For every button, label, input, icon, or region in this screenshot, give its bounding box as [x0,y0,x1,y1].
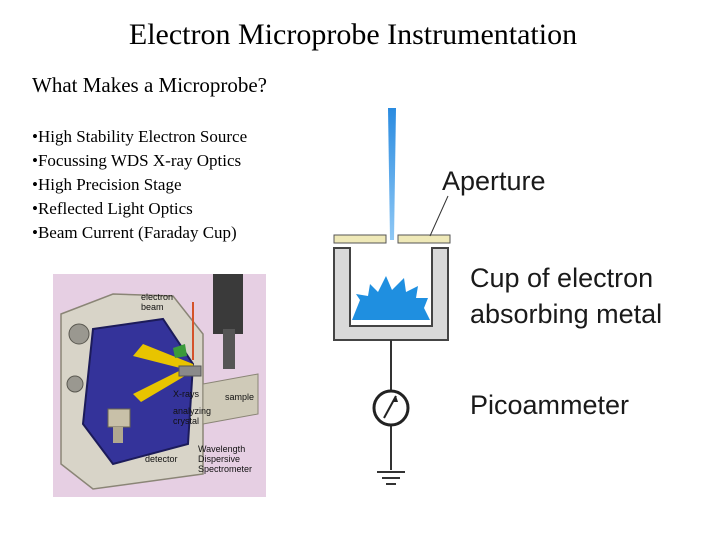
electron-beam-label: electron beam [141,292,174,312]
cup-label: Cup of electron absorbing metal [470,263,663,329]
wds-caption: Wavelength Dispersive Spectrometer [198,444,253,474]
analyzing-crystal-label: analyzing crystal [173,406,212,426]
faraday-cup [333,247,449,341]
detector-stem [113,427,123,443]
electron-column [213,274,243,334]
electron-splash [352,276,430,320]
detector-box [107,408,131,428]
bullet-item: Beam Current (Faraday Cup) [32,221,247,245]
xray-beam [133,344,193,370]
wds-illustration: electron beam X-rays sample analyzing cr… [53,274,266,497]
bullet-item: Focussing WDS X-ray Optics [32,149,247,173]
feature-list: High Stability Electron Source Focussing… [32,125,247,245]
base-plate [202,373,259,425]
port-circle [66,375,84,393]
bullet-item: High Precision Stage [32,173,247,197]
bullet-item: High Stability Electron Source [32,125,247,149]
picoammeter-label: Picoammeter [470,390,630,420]
port-circle [68,323,90,345]
meter-needle-head [392,396,398,402]
picoammeter-icon [372,389,410,427]
aperture-label: Aperture [442,166,546,196]
faraday-cup-drawing [333,108,451,485]
sample-label: sample [225,392,255,402]
crystal-shape [173,344,187,358]
faraday-cup-diagram: Aperture Cup of electron absorbing metal… [330,100,690,510]
sample-block [178,365,202,377]
aperture-plate-right [397,234,451,244]
column-tip [223,329,235,369]
wds-drawing [60,274,259,490]
aperture-pointer [429,195,449,237]
electron-beam [388,108,396,240]
slide-subtitle: What Makes a Microprobe? [32,73,267,97]
detector-label: detector [145,454,178,464]
slide-title: Electron Microprobe Instrumentation [128,18,578,51]
bullet-item: Reflected Light Optics [32,197,247,221]
aperture-plate-left [333,234,387,244]
xrays-label: X-rays [173,389,200,399]
